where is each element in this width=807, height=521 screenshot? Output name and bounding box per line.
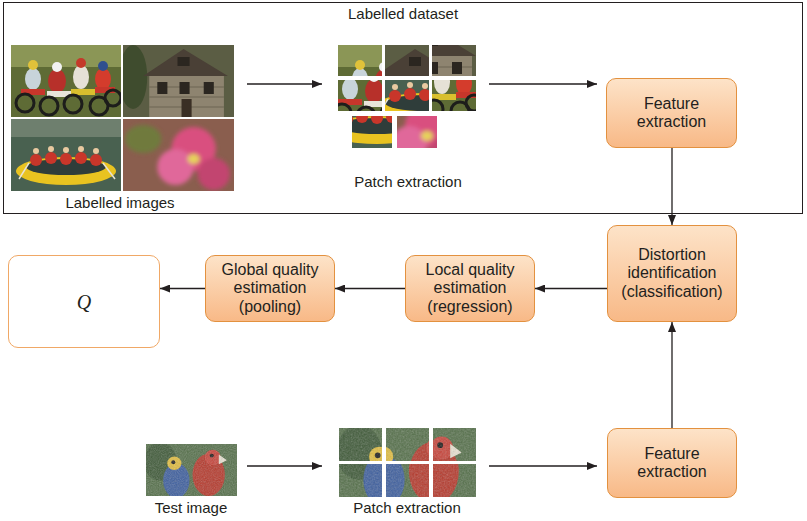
illustration-part bbox=[372, 50, 482, 122]
illustration-part bbox=[123, 119, 234, 191]
caption-label: Patch extraction bbox=[353, 499, 461, 516]
illustration-part bbox=[372, 50, 482, 122]
illustration-part bbox=[144, 442, 237, 498]
illustration-part bbox=[344, 422, 476, 505]
illustration-part bbox=[119, 45, 234, 117]
caption-label: Patch extraction bbox=[354, 173, 462, 190]
output-box: Q bbox=[8, 255, 160, 348]
connector-arrow bbox=[535, 288, 607, 289]
connector-arrow bbox=[671, 322, 672, 428]
process-box: Local quality estimation (regression) bbox=[405, 255, 535, 322]
node-text: Global quality estimation (pooling) bbox=[212, 261, 328, 316]
test-patches bbox=[336, 422, 476, 508]
training-patches bbox=[322, 25, 482, 168]
flow-arrow bbox=[489, 465, 597, 466]
illustration-part bbox=[119, 45, 234, 117]
flow-arrow bbox=[247, 83, 322, 84]
labelled-images bbox=[11, 45, 234, 191]
illustration-part bbox=[357, 96, 467, 168]
illustration-part bbox=[11, 45, 121, 117]
connector-arrow bbox=[335, 288, 405, 289]
node-text: Labelled dataset bbox=[4, 3, 802, 22]
illustration-part bbox=[344, 422, 476, 505]
node-text: Q bbox=[77, 291, 91, 313]
node-text: Distortion identification (classificatio… bbox=[614, 246, 730, 301]
illustration-part bbox=[123, 119, 234, 191]
node-text: Feature extraction bbox=[613, 95, 730, 132]
caption-label: Test image bbox=[155, 499, 228, 516]
connector-arrow bbox=[160, 288, 205, 289]
node-text: Feature extraction bbox=[614, 445, 730, 482]
illustration-part bbox=[11, 119, 121, 191]
test-image bbox=[144, 442, 237, 498]
illustration-part bbox=[11, 119, 121, 191]
caption-label: Labelled images bbox=[65, 194, 174, 211]
illustration-part bbox=[357, 96, 467, 168]
process-box: Global quality estimation (pooling) bbox=[205, 255, 335, 322]
node-text: Local quality estimation (regression) bbox=[412, 261, 528, 316]
flow-arrow bbox=[489, 83, 597, 84]
flow-arrow bbox=[247, 465, 322, 466]
process-box: Distortion identification (classificatio… bbox=[607, 225, 737, 322]
process-box: Feature extraction bbox=[606, 78, 737, 148]
illustration-part bbox=[11, 45, 121, 117]
process-box: Feature extraction bbox=[607, 428, 737, 498]
illustration-part bbox=[144, 442, 237, 498]
